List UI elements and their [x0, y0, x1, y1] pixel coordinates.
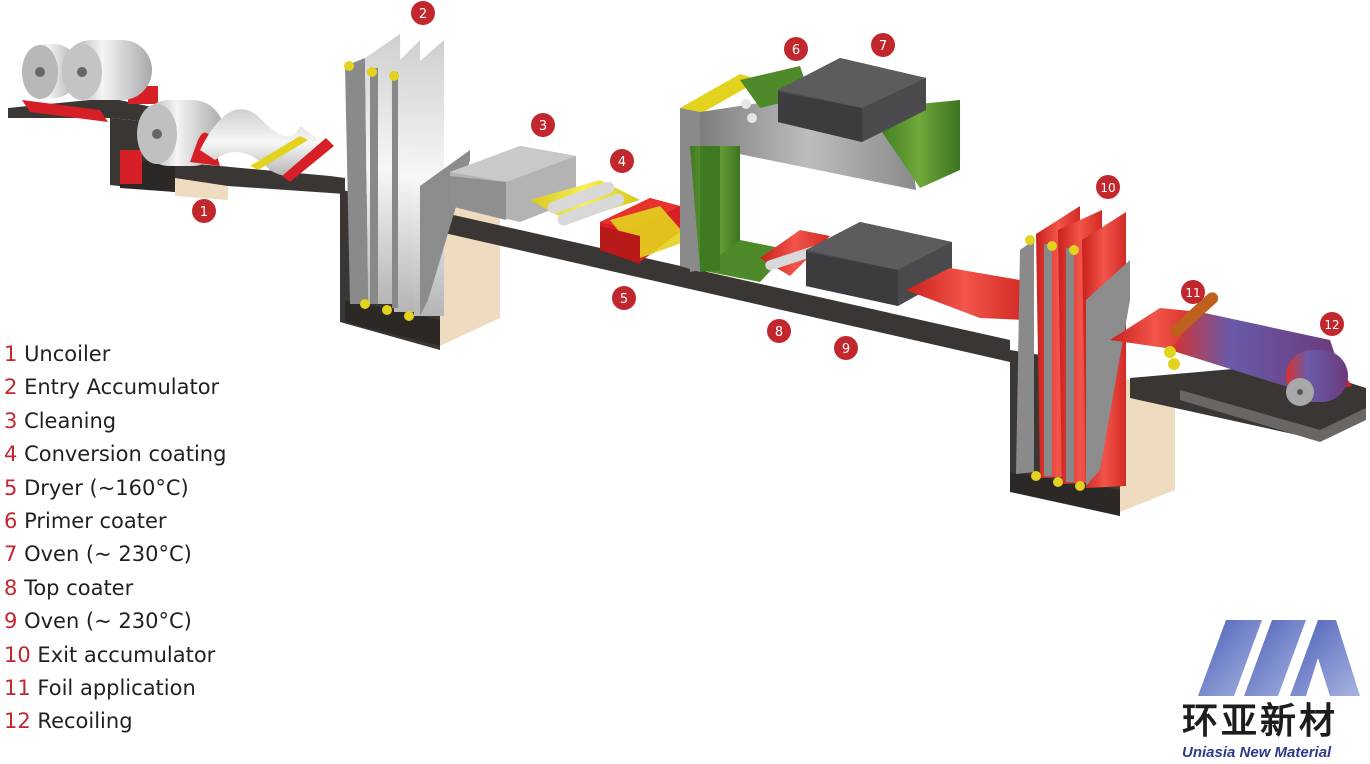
legend-label: Entry Accumulator — [24, 375, 220, 400]
primer-coater-and-oven — [680, 58, 1024, 320]
marker-8: 8 — [767, 319, 791, 343]
marker-8-label: 8 — [775, 325, 783, 340]
legend-number: 11 — [4, 676, 31, 701]
marker-4-label: 4 — [618, 155, 626, 170]
marker-11-label: 11 — [1185, 286, 1200, 300]
marker-2: 2 — [411, 1, 435, 25]
legend-item-oven-1: 7 Oven (~ 230°C) — [4, 538, 226, 571]
legend-item-exit-accumulator: 10 Exit accumulator — [4, 639, 226, 672]
marker-5: 5 — [612, 286, 636, 310]
legend-number: 7 — [4, 542, 18, 567]
marker-7: 7 — [871, 33, 895, 57]
uniasia-logo-icon — [1198, 620, 1360, 696]
marker-9-label: 9 — [842, 342, 850, 357]
marker-2-label: 2 — [419, 7, 427, 22]
legend-label: Top coater — [24, 575, 134, 600]
legend-label: Recoiling — [37, 709, 133, 734]
marker-6-label: 6 — [792, 43, 800, 58]
legend-number: 2 — [4, 375, 18, 400]
marker-10-label: 10 — [1100, 181, 1115, 195]
marker-12: 12 — [1320, 312, 1344, 336]
legend-item-top-coater: 8 Top coater — [4, 572, 226, 605]
legend-label: Primer coater — [24, 509, 167, 534]
process-legend: 1 Uncoiler 2 Entry Accumulator 3 Cleanin… — [4, 338, 226, 739]
legend-label: Cleaning — [24, 408, 117, 433]
legend-number: 8 — [4, 575, 18, 600]
legend-item-oven-2: 9 Oven (~ 230°C) — [4, 605, 226, 638]
legend-number: 3 — [4, 408, 18, 433]
legend-item-entry-accumulator: 2 Entry Accumulator — [4, 371, 226, 404]
step-markers: 1 2 3 4 5 6 7 8 9 10 11 12 — [192, 1, 1344, 360]
marker-12-label: 12 — [1324, 318, 1339, 332]
legend-number: 9 — [4, 609, 18, 634]
logo-english-name: Uniasia New Material — [1182, 744, 1332, 761]
marker-9: 9 — [834, 336, 858, 360]
legend-item-conversion-coating: 4 Conversion coating — [4, 438, 226, 471]
legend-label: Dryer (~160°C) — [24, 475, 189, 500]
marker-4: 4 — [610, 149, 634, 173]
marker-1: 1 — [192, 199, 216, 223]
legend-label: Uncoiler — [24, 342, 111, 366]
conversion-coater — [530, 180, 690, 264]
legend-number: 5 — [4, 475, 18, 500]
legend-item-uncoiler: 1 Uncoiler — [4, 338, 226, 371]
marker-6: 6 — [784, 37, 808, 61]
legend-label: Exit accumulator — [37, 642, 216, 667]
legend-label: Foil application — [37, 676, 196, 701]
legend-number: 1 — [4, 342, 18, 366]
foil-and-recoiler — [1110, 292, 1352, 406]
marker-10: 10 — [1096, 175, 1120, 199]
legend-number: 4 — [4, 442, 18, 467]
marker-3: 3 — [531, 113, 555, 137]
legend-item-primer-coater: 6 Primer coater — [4, 505, 226, 538]
legend-number: 6 — [4, 509, 18, 534]
marker-3-label: 3 — [539, 119, 547, 134]
legend-number: 10 — [4, 642, 31, 667]
marker-5-label: 5 — [620, 292, 628, 307]
legend-number: 12 — [4, 709, 31, 734]
marker-7-label: 7 — [879, 39, 887, 54]
legend-label: Oven (~ 230°C) — [24, 542, 192, 567]
logo-chinese-name: 环亚新材 — [1182, 701, 1339, 742]
legend-item-cleaning: 3 Cleaning — [4, 405, 226, 438]
legend-label: Conversion coating — [24, 442, 227, 467]
marker-11: 11 — [1181, 280, 1205, 304]
uncoiler — [22, 40, 334, 184]
legend-item-dryer: 5 Dryer (~160°C) — [4, 472, 226, 505]
legend-item-recoiling: 12 Recoiling — [4, 705, 226, 738]
exit-accumulator — [1016, 206, 1130, 491]
legend-item-foil-application: 11 Foil application — [4, 672, 226, 705]
legend-label: Oven (~ 230°C) — [24, 609, 192, 634]
marker-1-label: 1 — [200, 205, 208, 220]
